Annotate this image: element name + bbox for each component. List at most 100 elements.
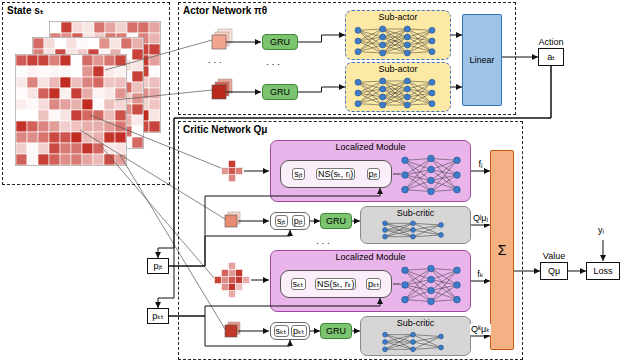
heatmap-cell [132, 115, 143, 126]
heatmap-cell [38, 55, 49, 66]
mlp-weight [383, 97, 408, 105]
heatmap-cell [49, 132, 60, 143]
localized-module: Localized ModulesⱼₜNS(sₜ, rⱼ)pⱼₜ [270, 140, 471, 202]
heatmap-cell [71, 99, 82, 110]
heatmap-cell [94, 110, 105, 121]
heatmap-cell [94, 121, 105, 132]
mlp-weight [431, 181, 457, 190]
crop-cell [229, 284, 236, 291]
heatmap-cell [149, 99, 160, 110]
module-heading: Sub-actor [346, 64, 450, 75]
heatmap-cell [105, 99, 116, 110]
crop-cell [236, 277, 243, 284]
mlp-weight [413, 225, 441, 230]
mlp-neuron [454, 296, 461, 303]
heatmap-cell [71, 154, 82, 165]
box-label: Qμ [548, 266, 560, 277]
connector-arrow [451, 87, 462, 88]
mlp-weight [405, 280, 431, 300]
heatmap-cell [72, 66, 83, 77]
connector-arrow [298, 35, 345, 42]
heatmap-cell [71, 55, 82, 66]
heatmap-cell [83, 22, 94, 33]
mlp-weight [383, 97, 408, 105]
mlp-neuron [383, 221, 388, 226]
mlp-weight [385, 223, 413, 236]
heatmap-cell [16, 121, 27, 132]
heatmap-cell [60, 143, 71, 154]
mlp-weight [383, 81, 408, 89]
mlp-neuron [428, 265, 435, 272]
group-box: State sₜ [2, 2, 170, 185]
heatmap-cell [149, 88, 160, 99]
mlp-weight [413, 223, 441, 225]
mlp-weight [383, 29, 408, 53]
crop-arrow [226, 42, 603, 331]
heatmap-cell [132, 49, 143, 60]
mlp-weight [431, 269, 457, 271]
mlp-neuron [355, 49, 361, 55]
mlp-neuron [428, 276, 435, 283]
heatmap-cell [94, 22, 105, 33]
mlp-weight [413, 335, 441, 348]
mlp-weight [358, 52, 383, 53]
mlp-neuron [380, 26, 386, 32]
crop-arrow [251, 280, 269, 281]
mlp-weight [431, 160, 457, 191]
mlp-neuron [404, 42, 410, 48]
mlp-neuron [428, 155, 435, 162]
mlp-weight [407, 30, 432, 53]
vector-cell: pⱼₜ [292, 215, 305, 227]
mlp-weight [405, 269, 431, 300]
mlp-weight [405, 291, 431, 300]
mlp-neuron [428, 287, 435, 294]
heatmap-cell [82, 66, 93, 77]
heatmap-cell [49, 66, 60, 77]
mlp-neuron [428, 166, 435, 173]
mlp-weight [405, 159, 431, 161]
heatmap-cell [27, 110, 38, 121]
mlp-weight [358, 29, 383, 30]
mlp-weight [413, 235, 441, 237]
mlp-neuron [428, 298, 435, 305]
box-label: GRU [326, 216, 346, 227]
heatmap-cell [33, 38, 44, 49]
heatmap-cell [61, 110, 72, 121]
mlp-neuron [411, 228, 416, 233]
mlp-neuron [429, 27, 435, 33]
heatmap-cell [115, 132, 126, 143]
mlp-neuron [454, 157, 461, 164]
mlp-weight [358, 81, 383, 104]
heatmap-cell [116, 66, 127, 77]
heatmap-cell [50, 55, 61, 66]
heatmap-cell [82, 154, 93, 165]
heatmap-cell [88, 38, 99, 49]
heatmap-layer [16, 55, 127, 166]
heatmap-cell [49, 121, 60, 132]
heatmap-cell [116, 99, 127, 110]
heatmap-cell [94, 66, 105, 77]
heatmap-cell [132, 71, 143, 82]
heatmap-cell [82, 55, 93, 66]
mlp-neuron [411, 347, 416, 352]
heatmap-cell [149, 77, 160, 88]
mlp-neuron [439, 223, 444, 228]
ellipsis-mark: · · · [316, 238, 330, 249]
heatmap-cell [149, 110, 160, 121]
heatmap-cell [61, 88, 72, 99]
mlp-neuron [380, 86, 386, 92]
heatmap-cell [132, 104, 143, 115]
mlp-weight [413, 348, 441, 350]
module-heading: Sub-critic [361, 318, 470, 329]
heatmap-cell [93, 66, 104, 77]
mlp-neuron [454, 282, 461, 289]
mlp-weight [383, 81, 408, 97]
heatmap-cell [94, 99, 105, 110]
mlp-neuron [383, 228, 388, 233]
value-box: pₖₜ [147, 308, 169, 324]
heatmap-cell [93, 88, 104, 99]
mlp-weight [405, 160, 431, 191]
heatmap-cell [61, 77, 72, 88]
box-label: Loss [593, 266, 612, 277]
mlp-neuron [380, 34, 386, 40]
